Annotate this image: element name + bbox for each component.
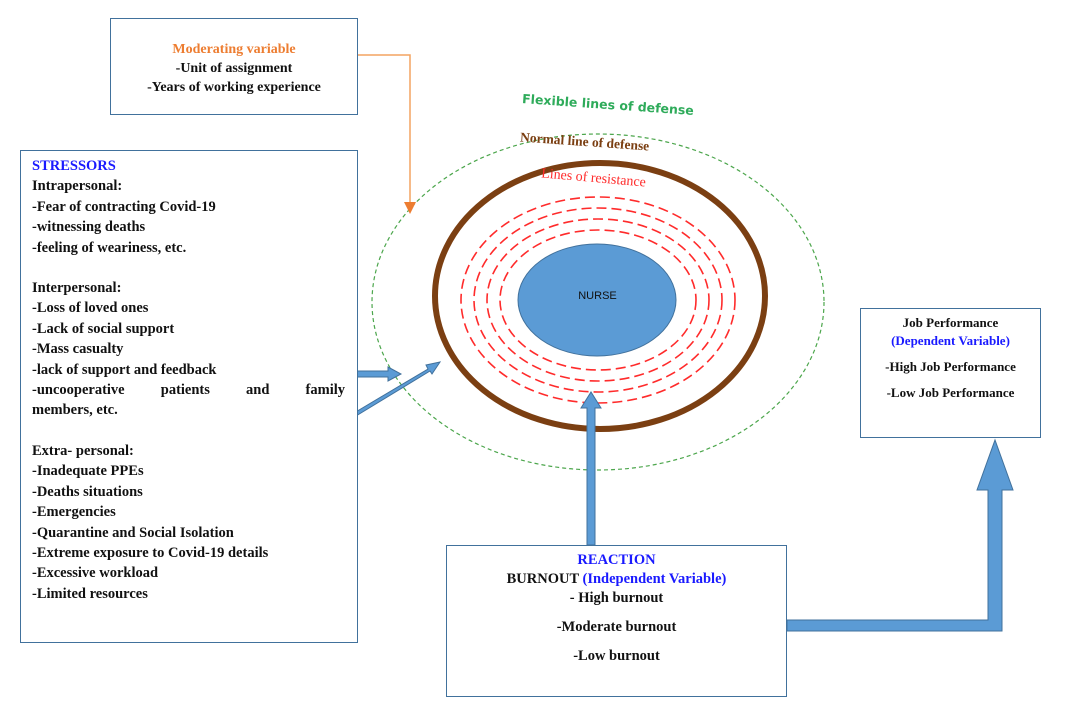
stressor-item: -Deaths situations	[32, 483, 143, 500]
stressor-item: -lack of support and feedback	[32, 361, 217, 378]
moderating-arrow	[358, 54, 416, 214]
reaction-box: REACTION BURNOUT (Independent Variable) …	[446, 545, 787, 697]
stressor-item: -Fear of contracting Covid-19	[32, 198, 216, 215]
stressors-box: STRESSORS Intrapersonal: -Fear of contra…	[20, 150, 358, 643]
stressor-item: -Inadequate PPEs	[32, 463, 144, 480]
performance-arrow	[786, 438, 1014, 632]
job-performance-box: Job Performance (Dependent Variable) -Hi…	[860, 308, 1041, 438]
stressors-title: STRESSORS	[32, 158, 116, 174]
job-subtitle: (Dependent Variable)	[891, 333, 1010, 348]
moderating-title: Moderating variable	[172, 42, 296, 57]
stressor-item: -Excessive workload	[32, 565, 159, 582]
burnout-item: -Low burnout	[573, 648, 660, 664]
flexible-line-of-defense	[371, 133, 825, 471]
stressor-item: -Emergencies	[32, 504, 116, 521]
stressor-item: -Quarantine and Social Isolation	[32, 524, 234, 541]
moderating-item: -Unit of assignment	[175, 61, 293, 76]
reaction-arrow	[580, 391, 602, 546]
stressor-item: -witnessing deaths	[32, 219, 146, 236]
normal-line-of-defense	[432, 160, 768, 432]
extrapersonal-heading: Extra- personal:	[32, 442, 134, 459]
stressor-item: -Limited resources	[32, 585, 148, 602]
nurse-core	[517, 243, 677, 357]
stressor-item: -uncooperative patients and family	[32, 382, 345, 399]
intrapersonal-heading: Intrapersonal:	[32, 178, 123, 195]
job-item: -Low Job Performance	[886, 385, 1015, 400]
burnout-item: -Moderate burnout	[556, 619, 677, 635]
stressor-item: -Extreme exposure to Covid-19 details	[32, 544, 269, 561]
burnout-item: - High burnout	[569, 590, 664, 606]
moderating-variable-box: Moderating variable -Unit of assignment …	[110, 18, 358, 115]
burnout-label: BURNOUT	[506, 571, 579, 587]
nurse-label: NURSE	[578, 290, 617, 302]
stressor-item: -Lack of social support	[32, 320, 175, 337]
moderating-item: -Years of working experience	[147, 80, 321, 95]
job-title: Job Performance	[902, 315, 999, 330]
reaction-title: REACTION	[577, 552, 656, 568]
interpersonal-heading: Interpersonal:	[32, 280, 122, 297]
stressor-item: -Mass casualty	[32, 341, 124, 358]
burnout-subtitle: (Independent Variable)	[582, 571, 727, 587]
burnout-heading: BURNOUT (Independent Variable)	[447, 570, 786, 589]
job-item: -High Job Performance	[885, 359, 1016, 374]
stressor-item: members, etc.	[32, 402, 118, 419]
stressor-item: -Loss of loved ones	[32, 300, 149, 317]
stressor-arrows	[353, 361, 442, 417]
stressor-item: -feeling of weariness, etc.	[32, 239, 187, 256]
